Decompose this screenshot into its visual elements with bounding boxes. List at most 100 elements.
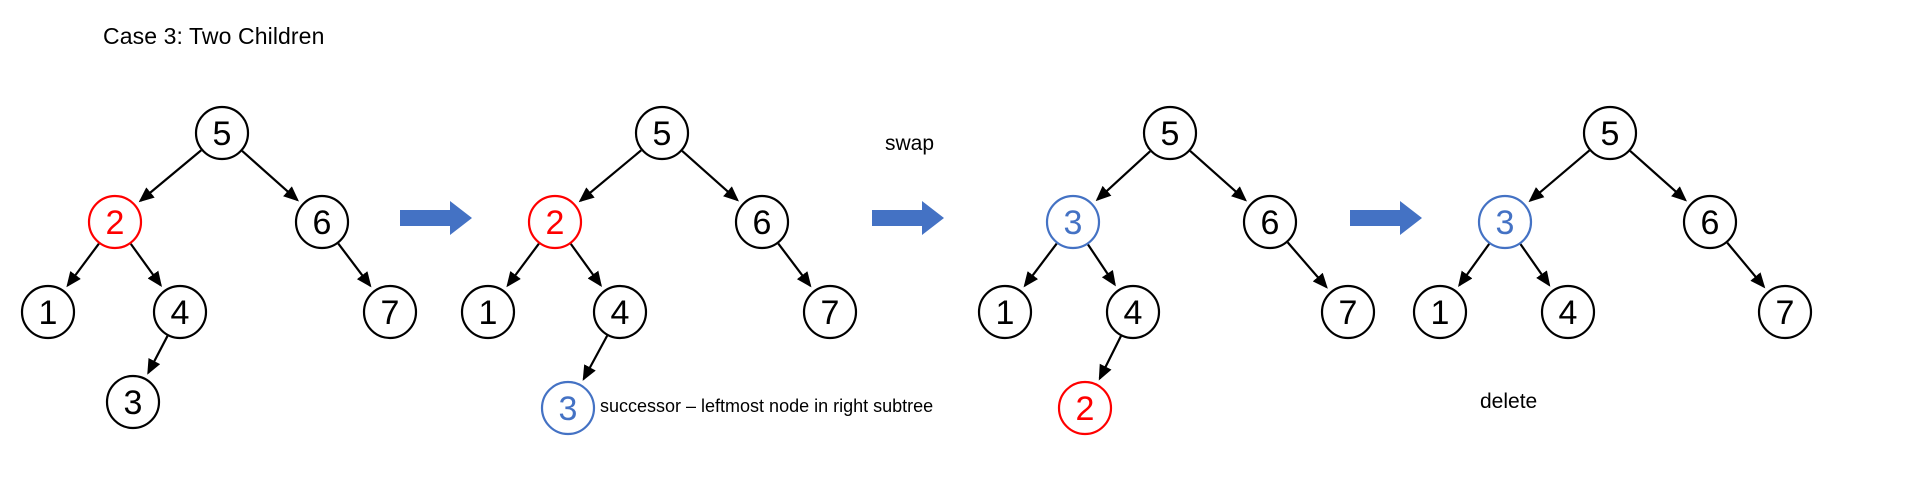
tree-node-6[interactable]: 6: [1682, 194, 1738, 250]
tree-edge: [681, 150, 739, 202]
tree-node-6[interactable]: 6: [1242, 194, 1298, 250]
node-circle: [194, 105, 250, 161]
node-label: 5: [213, 115, 232, 153]
node-circle: [460, 284, 516, 340]
tree-edge: [1095, 150, 1151, 202]
tree-node-6[interactable]: 6: [294, 194, 350, 250]
arrow-3: [1350, 201, 1422, 235]
node-circle: [527, 194, 583, 250]
tree-node-3[interactable]: 3: [1045, 194, 1101, 250]
tree-nodes-layer: 5 2 6 1 4 7 3 5 2 6 1 4 7 3 5 3 6 1 4 7 2 5 3 6 1 4 7: [20, 105, 1813, 436]
node-label: 5: [653, 115, 672, 153]
delete-label: delete: [1480, 390, 1538, 413]
tree-node-7[interactable]: 7: [1757, 284, 1813, 340]
node-label: 4: [171, 294, 190, 332]
tree-node-7[interactable]: 7: [802, 284, 858, 340]
arrow-1: [400, 201, 472, 235]
tree-node-1[interactable]: 1: [460, 284, 516, 340]
node-circle: [1057, 380, 1113, 436]
tree-edge: [66, 243, 100, 288]
node-label: 6: [1261, 204, 1280, 242]
tree-node-2[interactable]: 2: [527, 194, 583, 250]
tree-edge: [241, 150, 299, 202]
tree-node-1[interactable]: 1: [1412, 284, 1468, 340]
swap-label: swap: [885, 132, 935, 155]
node-circle: [1105, 284, 1161, 340]
node-label: 3: [124, 384, 143, 422]
tree-node-2[interactable]: 2: [87, 194, 143, 250]
node-label: 5: [1161, 115, 1180, 153]
tree-edge: [569, 243, 602, 288]
tree-edge: [1286, 241, 1328, 289]
arrow-2: [872, 201, 944, 235]
node-circle: [1477, 194, 1533, 250]
node-circle: [1320, 284, 1376, 340]
node-circle: [1540, 284, 1596, 340]
node-label: 3: [1064, 204, 1083, 242]
node-circle: [294, 194, 350, 250]
node-label: 7: [381, 294, 400, 332]
tree-node-5[interactable]: 5: [194, 105, 250, 161]
node-label: 6: [753, 204, 772, 242]
tree-edge: [1087, 243, 1116, 287]
node-label: 4: [1124, 294, 1143, 332]
node-circle: [87, 194, 143, 250]
tree-node-7[interactable]: 7: [1320, 284, 1376, 340]
node-circle: [20, 284, 76, 340]
node-circle: [362, 284, 418, 340]
tree-edge: [138, 149, 202, 203]
tree-node-5[interactable]: 5: [1142, 105, 1198, 161]
node-circle: [1242, 194, 1298, 250]
tree-edges-layer: [66, 149, 1766, 381]
tree-node-1[interactable]: 1: [977, 284, 1033, 340]
node-label: 1: [1431, 294, 1450, 332]
tree-node-2[interactable]: 2: [1057, 380, 1113, 436]
tree-edge: [1458, 243, 1491, 288]
tree-edge: [506, 243, 540, 288]
tree-node-4[interactable]: 4: [1540, 284, 1596, 340]
tree-node-1[interactable]: 1: [20, 284, 76, 340]
tree-node-6[interactable]: 6: [734, 194, 790, 250]
node-circle: [152, 284, 208, 340]
tree-node-3[interactable]: 3: [105, 374, 161, 430]
node-circle: [977, 284, 1033, 340]
tree-edge: [337, 242, 372, 288]
tree-node-5[interactable]: 5: [1582, 105, 1638, 161]
tree-node-4[interactable]: 4: [1105, 284, 1161, 340]
page-title: Case 3: Two Children: [103, 23, 325, 49]
tree-node-5[interactable]: 5: [634, 105, 690, 161]
tree-node-7[interactable]: 7: [362, 284, 418, 340]
node-label: 7: [1339, 294, 1358, 332]
node-circle: [634, 105, 690, 161]
node-label: 1: [479, 294, 498, 332]
tree-edge: [777, 242, 812, 288]
step-arrows-layer: [400, 201, 1422, 235]
node-label: 2: [106, 204, 125, 242]
node-circle: [592, 284, 648, 340]
node-label: 3: [559, 390, 578, 428]
tree-edge: [582, 335, 609, 381]
node-label: 2: [1076, 390, 1095, 428]
tree-node-3[interactable]: 3: [540, 380, 596, 436]
node-label: 1: [996, 294, 1015, 332]
successor-label: successor – leftmost node in right subtr…: [600, 396, 934, 416]
node-label: 4: [611, 294, 630, 332]
tree-node-3[interactable]: 3: [1477, 194, 1533, 250]
node-label: 7: [1776, 294, 1795, 332]
tree-edge: [578, 149, 642, 203]
node-label: 6: [313, 204, 332, 242]
node-circle: [802, 284, 858, 340]
node-circle: [540, 380, 596, 436]
node-circle: [1142, 105, 1198, 161]
tree-edge: [147, 335, 169, 375]
node-circle: [1045, 194, 1101, 250]
tree-edge: [1519, 243, 1551, 287]
node-label: 5: [1601, 115, 1620, 153]
tree-node-4[interactable]: 4: [152, 284, 208, 340]
tree-node-4[interactable]: 4: [592, 284, 648, 340]
node-label: 3: [1496, 204, 1515, 242]
node-circle: [734, 194, 790, 250]
node-circle: [1412, 284, 1468, 340]
